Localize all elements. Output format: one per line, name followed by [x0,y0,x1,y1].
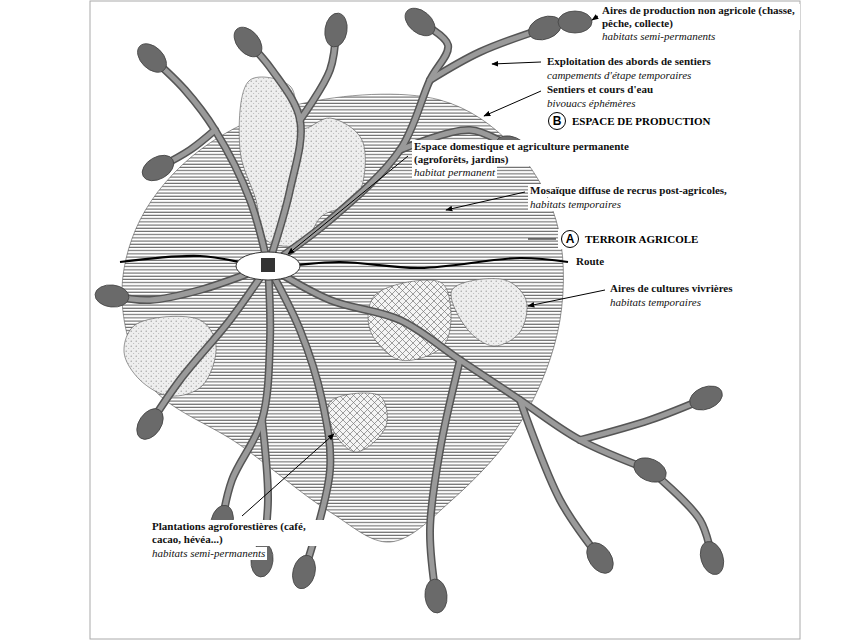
zone-heading: ESPACE DE PRODUCTION [572,115,711,127]
non-farm-area [138,150,178,186]
trail [520,400,600,558]
trail [430,28,545,80]
leader-line [492,62,541,64]
non-farm-area [289,553,319,591]
non-farm-area [525,12,565,44]
callout-label: Exploitation des abords de sentiers [545,55,713,68]
leader-line [446,192,525,210]
habitat-note: campements d'étape temporaires [545,69,693,82]
non-farm-area [558,11,592,33]
non-farm-area [207,503,236,541]
zone-marker: A TERROIR AGRICOLE [558,229,701,249]
non-farm-area [131,404,168,444]
non-farm-area [424,578,449,614]
trail [400,130,512,150]
non-farm-area [94,283,130,308]
non-farm-area [492,131,532,165]
callout-label: Plantations agroforestières (café, cacao… [150,520,335,546]
trail [580,398,706,440]
trail-edge [222,266,270,522]
callout-label: Route [574,255,606,268]
road [120,256,568,268]
trail [222,266,270,522]
village-area [236,252,300,280]
habitat-note: habitats temporaires [608,296,703,309]
leader-line [288,156,408,254]
trail-edge [400,130,512,150]
food-crop-area [451,279,527,346]
zone-letter: A [561,230,579,248]
zone-marker: B ESPACE DE PRODUCTION [545,111,714,131]
habitat-note: habitats semi-permanents [600,30,717,43]
leader-line [592,16,598,20]
non-farm-area [249,542,274,578]
non-farm-area [132,38,172,77]
leader-line [484,91,541,116]
habitat-note: bivouacs éphémères [545,97,637,110]
habitat-note: habitat permanent [412,166,497,179]
leader-line [528,290,605,306]
habitat-note: habitats semi-permanents [150,547,267,560]
trail-edge [248,42,301,266]
leader-line [242,434,334,516]
trail-edge [430,360,460,596]
non-farm-area [686,382,726,415]
village-symbol [261,258,275,272]
trail-edge [520,400,600,558]
trail [150,266,268,424]
callout-label: Aires de cultures vivrières [608,282,735,295]
plantation-area [328,393,387,452]
trail [430,360,460,596]
non-farm-area [229,22,268,62]
trail [248,42,301,266]
trail-edge [580,398,706,440]
trail [262,420,268,560]
callout-label: Sentiers et cours d'eau [545,83,655,96]
callout-label: Aires de production non agricole (chasse… [600,4,800,30]
callout-label: Mosaïque diffuse de recrus post-agricole… [528,184,729,197]
zone-letter: B [548,112,566,130]
non-farm-area [581,538,618,578]
non-farm-area [323,12,350,49]
callout-label: Espace domestique et agriculture permane… [412,140,657,166]
habitat-note: habitats temporaires [528,198,623,211]
zone-heading: TERROIR AGRICOLE [585,233,698,245]
non-farm-area [400,3,440,42]
trail [268,266,330,572]
leader-line [528,239,556,240]
frame [90,1,800,639]
trail-edge [262,420,268,560]
non-farm-area [630,453,670,487]
trail-edge [268,266,330,572]
non-farm-area [696,538,727,577]
